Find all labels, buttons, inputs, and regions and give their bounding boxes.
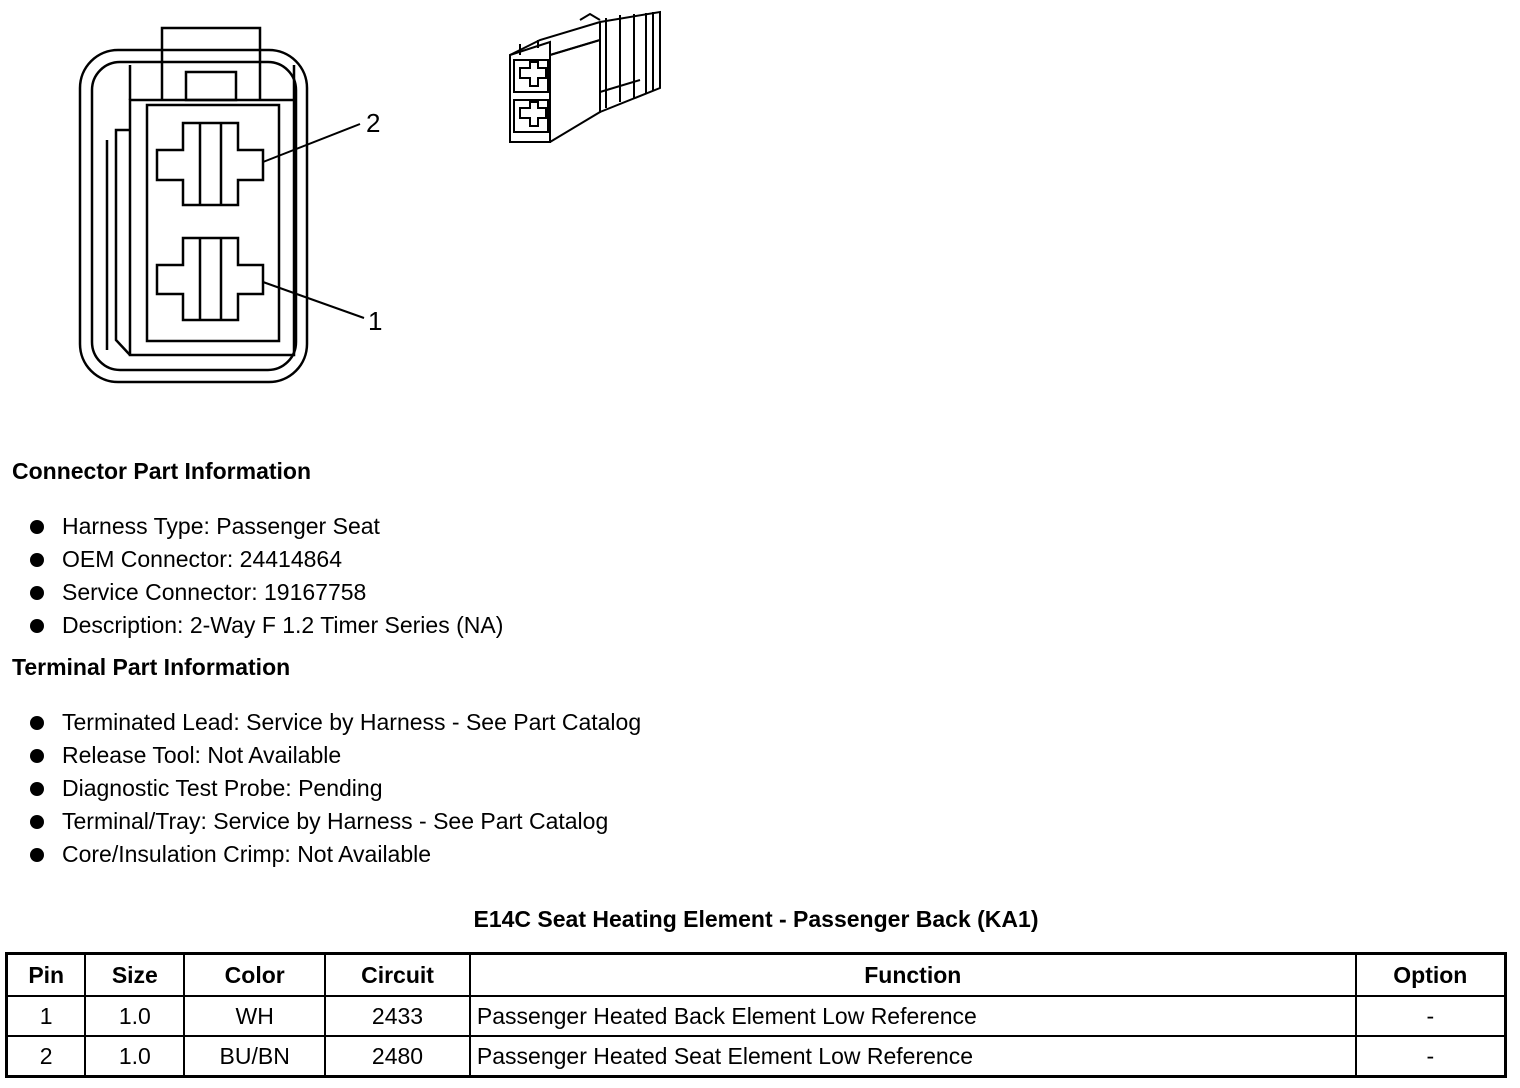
table-row: 1 1.0 WH 2433 Passenger Heated Back Elem…: [5, 995, 1507, 1037]
cell-pin: 2: [5, 1035, 87, 1078]
cell-color: WH: [183, 995, 327, 1037]
list-item: Terminated Lead: Service by Harness - Se…: [28, 706, 641, 739]
list-item: Release Tool: Not Available: [28, 739, 641, 772]
list-item: Service Connector: 19167758: [28, 576, 503, 609]
bullet-icon: [30, 553, 44, 567]
list-item: Harness Type: Passenger Seat: [28, 510, 503, 543]
bullet-icon: [30, 619, 44, 633]
bullet-icon: [30, 782, 44, 796]
connector-info-heading: Connector Part Information: [12, 458, 312, 484]
cell-circuit: 2480: [324, 1035, 471, 1078]
terminal-info-heading: Terminal Part Information: [12, 654, 291, 680]
column-header-option: Option: [1354, 952, 1507, 997]
cell-size: 1.0: [84, 995, 186, 1037]
bullet-icon: [30, 716, 44, 730]
bullet-icon: [30, 848, 44, 862]
column-header-pin: Pin: [5, 952, 87, 997]
bullet-icon: [30, 520, 44, 534]
cell-option: -: [1354, 995, 1507, 1037]
pinout-table: Pin Size Color Circuit Function Option 1…: [5, 952, 1507, 1078]
table-header-row: Pin Size Color Circuit Function Option: [5, 952, 1507, 997]
table-row: 2 1.0 BU/BN 2480 Passenger Heated Seat E…: [5, 1035, 1507, 1078]
list-item: Diagnostic Test Probe: Pending: [28, 772, 641, 805]
column-header-function: Function: [468, 952, 1357, 997]
column-header-circuit: Circuit: [324, 952, 471, 997]
cell-option: -: [1354, 1035, 1507, 1078]
list-item: Terminal/Tray: Service by Harness - See …: [28, 805, 641, 838]
list-item: OEM Connector: 24414864: [28, 543, 503, 576]
pin-2-callout: 2: [366, 108, 380, 138]
terminal-info-list: Terminated Lead: Service by Harness - Se…: [28, 706, 641, 871]
bullet-icon: [30, 749, 44, 763]
cell-circuit: 2433: [324, 995, 471, 1037]
cell-pin: 1: [5, 995, 87, 1037]
column-header-color: Color: [183, 952, 327, 997]
cell-color: BU/BN: [183, 1035, 327, 1078]
connector-isometric-diagram: [509, 10, 661, 143]
cell-function: Passenger Heated Seat Element Low Refere…: [468, 1035, 1357, 1078]
pin-1-callout: 1: [368, 306, 382, 336]
cell-size: 1.0: [84, 1035, 186, 1078]
list-item: Description: 2-Way F 1.2 Timer Series (N…: [28, 609, 503, 642]
connector-info-list: Harness Type: Passenger Seat OEM Connect…: [28, 510, 503, 642]
bullet-icon: [30, 586, 44, 600]
column-header-size: Size: [84, 952, 186, 997]
bullet-icon: [30, 815, 44, 829]
table-title: E14C Seat Heating Element - Passenger Ba…: [473, 906, 1039, 932]
cell-function: Passenger Heated Back Element Low Refere…: [468, 995, 1357, 1037]
connector-face-diagram: 2 1: [78, 26, 382, 384]
list-item: Core/Insulation Crimp: Not Available: [28, 838, 641, 871]
